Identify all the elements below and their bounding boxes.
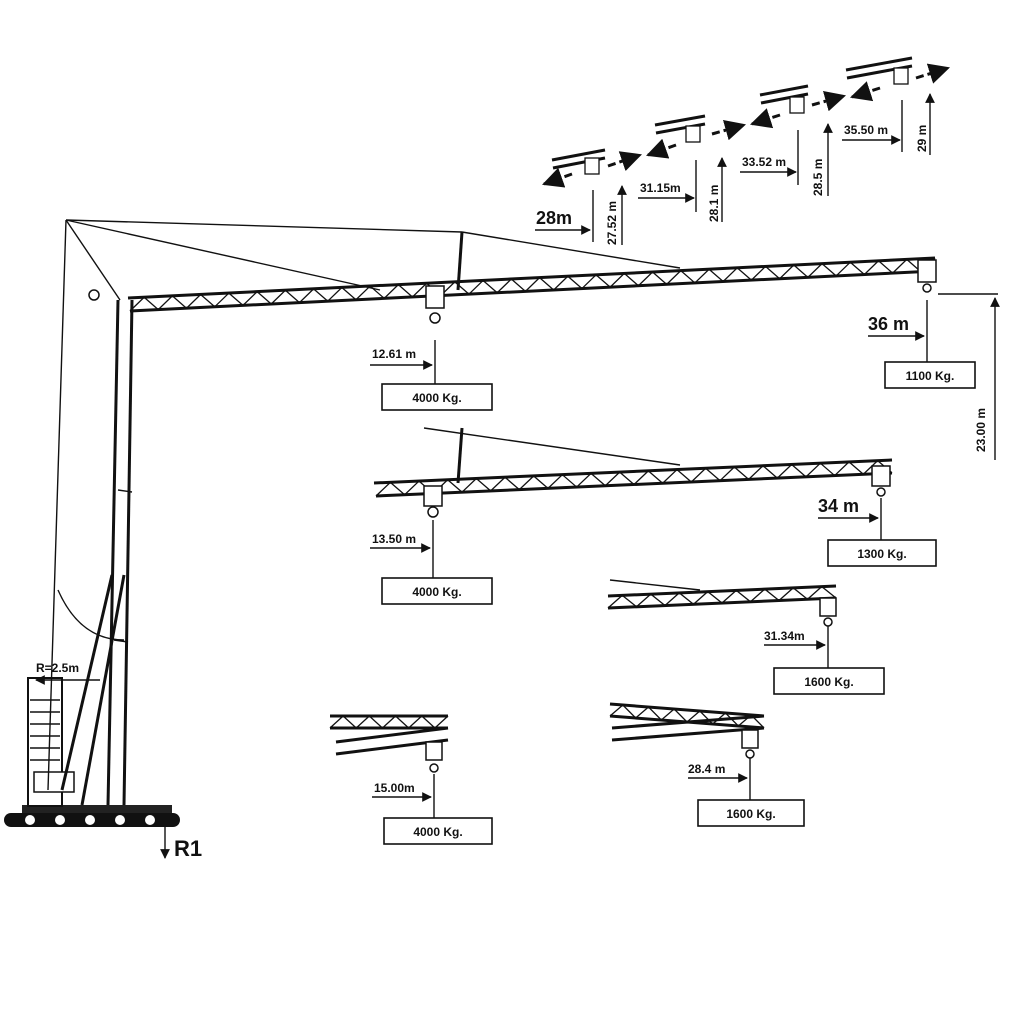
tip-radius-28: 28.4 m: [688, 762, 725, 776]
crane-base: [4, 805, 180, 827]
height-label: 23.00 m: [974, 408, 988, 452]
tip-radius-36: 36 m: [868, 314, 909, 334]
inner-load-34: 4000 Kg.: [412, 585, 461, 599]
luffing-height-2: 28.1 m: [707, 185, 721, 222]
tip-radius-31: 31.34m: [764, 629, 805, 643]
truss-web: [129, 257, 936, 312]
load-box-28: [697, 799, 805, 827]
luffing-radius-4: 35.50 m: [844, 123, 888, 137]
load-box-15: [383, 817, 493, 845]
luffing-radius-2: 31.15m: [640, 181, 681, 195]
load-box-31: [773, 667, 885, 695]
luffing-jib-1: [542, 148, 642, 188]
luffing-jib-3: [750, 84, 847, 129]
luffing-height-1: 27.52 m: [605, 201, 619, 245]
luffing-jib-2: [646, 114, 747, 159]
tip-load-31: 1600 Kg.: [804, 675, 853, 689]
main-jib: [65, 219, 937, 324]
truss-web: [609, 704, 765, 729]
jib-28-drawing: [609, 702, 765, 759]
tip-radius-34: 34 m: [818, 496, 859, 516]
luffing-height-4: 29 m: [915, 125, 929, 152]
luffing-radius-1: 28m: [536, 208, 572, 228]
luffing-jib-4: [845, 56, 951, 102]
inner-load-36: 4000 Kg.: [412, 391, 461, 405]
load-box-34: [827, 539, 937, 567]
jib-34-drawing: [373, 427, 893, 518]
truss-web: [375, 459, 893, 497]
tip-radius-15: 15.00m: [374, 781, 415, 795]
truss-web: [607, 585, 837, 609]
luffing-radius-3: 33.52 m: [742, 155, 786, 169]
tip-load-28: 1600 Kg.: [726, 807, 775, 821]
luffing-height-3: 28.5 m: [811, 159, 825, 196]
tip-load-34: 1300 Kg.: [857, 547, 906, 561]
reaction-label: R1: [174, 836, 202, 861]
truss-web: [329, 715, 449, 729]
inner-radius-36: 12.61 m: [372, 347, 416, 361]
load-box-13-50: [381, 577, 493, 605]
load-box-36: [884, 361, 976, 389]
jib-15-drawing: [329, 714, 449, 773]
load-box-12-61: [381, 383, 493, 411]
tower-mast: [47, 219, 134, 806]
radius-label: R=2.5m: [36, 661, 79, 675]
luffing-dimensions: [535, 93, 935, 245]
tip-load-15: 4000 Kg.: [413, 825, 462, 839]
tip-load-36: 1100 Kg.: [906, 369, 955, 383]
inner-radius-34: 13.50 m: [372, 532, 416, 546]
jib-31-drawing: [607, 579, 837, 627]
dimension-lines: [35, 293, 1000, 859]
